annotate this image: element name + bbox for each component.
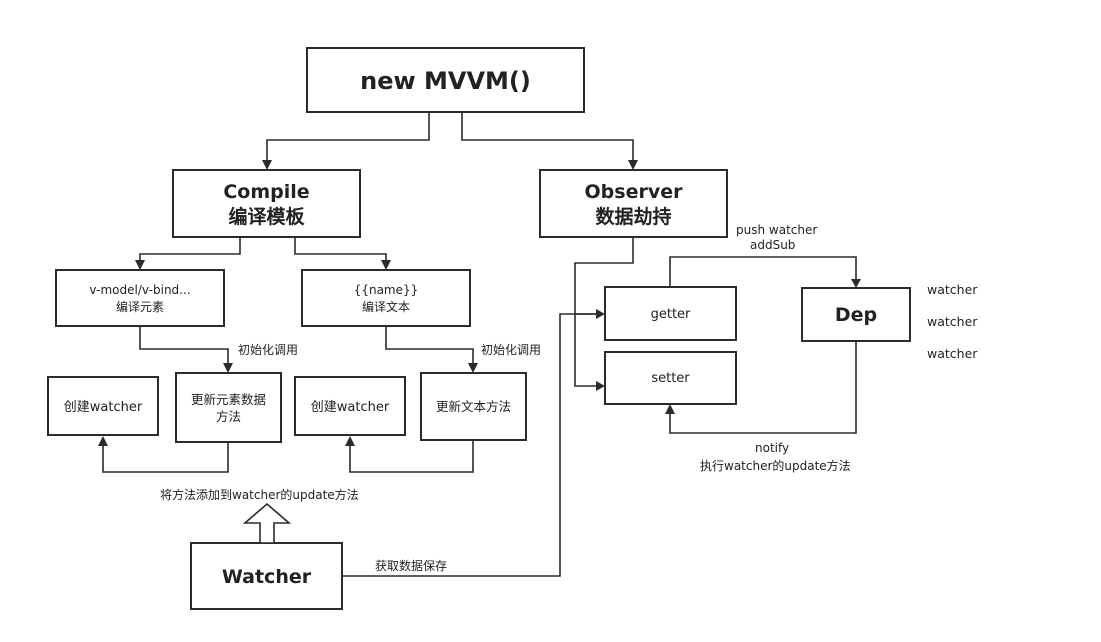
edge-vmodel-to-update-element [139, 326, 233, 373]
watcher-label: Watcher [222, 566, 312, 588]
create-watcher-2-label: 创建watcher [311, 400, 390, 415]
dep-watcher-item: watcher [927, 314, 978, 329]
vmodel-line1: v-model/v-bind... [89, 283, 190, 297]
edge-compile-to-name [294, 237, 391, 270]
node-getter: getter [604, 286, 737, 341]
observer-subtitle: 数据劫持 [595, 205, 671, 228]
node-compile: Compile 编译模板 [172, 169, 361, 238]
getter-label: getter [651, 307, 691, 322]
edge-update-text-to-create-watcher-2 [345, 436, 474, 473]
edge-name-to-update-text [385, 326, 478, 373]
mvvm-label: new MVVM() [360, 67, 531, 95]
dep-watcher-item: watcher [927, 346, 978, 361]
label-notify-desc: 执行watcher的update方法 [700, 458, 851, 473]
update-text-label: 更新文本方法 [436, 399, 511, 414]
name-line2: 编译文本 [362, 299, 410, 314]
label-init-call-2: 初始化调用 [481, 343, 541, 357]
compile-subtitle: 编译模板 [228, 205, 305, 228]
node-update-element: 更新元素数据 方法 [175, 372, 282, 443]
label-init-call-1: 初始化调用 [238, 343, 298, 357]
node-name-compile: {{name}} 编译文本 [301, 269, 471, 327]
node-observer: Observer 数据劫持 [539, 169, 728, 238]
dep-watcher-list: watcher watcher watcher [927, 282, 978, 361]
edge-getter-to-dep [669, 256, 861, 288]
node-mvvm: new MVVM() [306, 47, 585, 113]
label-get-data-save: 获取数据保存 [375, 558, 447, 573]
create-watcher-1-label: 创建watcher [64, 400, 143, 415]
edge-watcher-hollow-up-arrow [242, 502, 292, 544]
edge-observer-to-getter [574, 237, 634, 315]
node-create-watcher-1: 创建watcher [47, 376, 159, 436]
label-add-sub: addSub [750, 238, 795, 252]
node-dep: Dep [801, 287, 911, 342]
dep-watcher-item: watcher [927, 282, 978, 297]
node-update-text: 更新文本方法 [420, 372, 527, 441]
vmodel-line2: 编译元素 [116, 299, 164, 314]
update-element-line1: 更新元素数据 [191, 392, 266, 407]
edge-mvvm-to-observer [461, 112, 638, 170]
label-notify: notify [755, 441, 789, 455]
update-element-line2: 方法 [216, 409, 241, 424]
edge-compile-to-vmodel [135, 237, 241, 270]
setter-label: setter [651, 371, 690, 386]
observer-title: Observer [585, 181, 684, 203]
node-watcher: Watcher [190, 542, 343, 610]
compile-title: Compile [223, 181, 309, 203]
node-setter: setter [604, 351, 737, 405]
edge-observer-to-setter [574, 314, 605, 391]
dep-label: Dep [835, 304, 877, 326]
node-vmodel-compile: v-model/v-bind... 编译元素 [55, 269, 225, 327]
edge-update-element-to-create-watcher-1 [98, 436, 229, 473]
name-line1: {{name}} [354, 283, 419, 297]
edge-mvvm-to-compile [262, 112, 430, 170]
edge-dep-to-setter [665, 341, 857, 434]
label-push-watcher: push watcher [736, 223, 817, 237]
label-add-to-update: 将方法添加到watcher的update方法 [160, 487, 359, 502]
node-create-watcher-2: 创建watcher [294, 376, 406, 436]
